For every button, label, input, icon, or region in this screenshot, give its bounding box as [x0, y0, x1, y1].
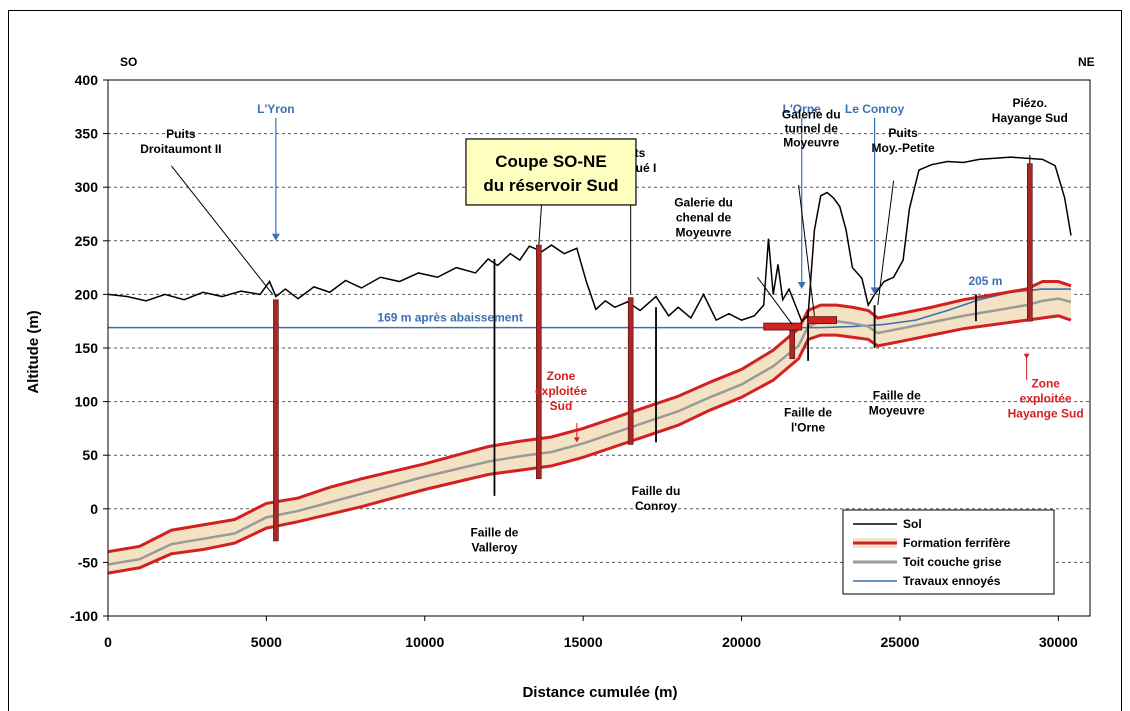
river-arrow-head: [870, 287, 879, 295]
river-label: L'Yron: [257, 102, 295, 116]
features-layer: [170, 117, 1033, 542]
y-axis-title: Altitude (m): [25, 310, 42, 393]
x-tick-label: 30000: [1039, 634, 1078, 650]
shaft-bar: [627, 297, 634, 445]
plot-area-frame: [107, 79, 1091, 617]
chart-title-line: du réservoir Sud: [483, 176, 618, 195]
annotation-faille_valleroy: Valleroy: [471, 541, 517, 555]
zone-arrow-head: [1023, 353, 1030, 359]
annotation-level-205: 205 m: [968, 274, 1002, 288]
annotation-piezo: Piézo.: [1012, 96, 1047, 110]
x-tick-label: 15000: [564, 634, 603, 650]
leader-line: [798, 184, 815, 316]
axes-layer: 400 350 300 250 200 150 100 50 0 -50 -100 0 5000 1000…: [70, 72, 1091, 650]
annotation-galerie_tunnel: Moyeuvre: [783, 136, 839, 150]
y-tick-label: 300: [75, 179, 99, 195]
y-tick-label: -100: [70, 608, 98, 624]
shaft-bar: [273, 299, 279, 542]
direction-right-label: NE: [1078, 55, 1095, 69]
annotation-faille_conroy: Faille du: [632, 484, 681, 498]
series-toit-couche-grise-line: [107, 297, 1072, 566]
y-tick-label: 250: [75, 233, 99, 249]
shaft-bar: [1027, 163, 1033, 322]
river-label: Le Conroy: [845, 102, 905, 116]
annotation-faille_conroy: Conroy: [635, 499, 677, 513]
shaft-bar: [536, 244, 542, 480]
zone-arrow-head: [573, 437, 580, 443]
y-tick-label: 350: [75, 126, 99, 142]
annotation-puits_droitaumont: Droitaumont II: [140, 142, 221, 156]
legend-label: Sol: [903, 517, 922, 531]
y-tick-label: 0: [90, 501, 98, 517]
annotation-zone_hayange: Hayange Sud: [1008, 407, 1084, 421]
leader-line: [756, 276, 793, 325]
legend-label: Formation ferrifère: [903, 536, 1011, 550]
annotation-puits_moy: Moy.-Petite: [872, 141, 935, 155]
annotation-faille_valleroy: Faille de: [470, 526, 518, 540]
annotation-faille_moyeuvre: Moyeuvre: [869, 403, 925, 417]
series-formation-top-line: [107, 280, 1072, 554]
annotation-zone_hayange: Zone: [1031, 377, 1060, 391]
y-tick-label: 400: [75, 72, 99, 88]
series-formation-bottom-line: [107, 314, 1072, 575]
annotation-galerie_tunnel: tunnel de: [785, 122, 839, 136]
y-tick-label: 50: [82, 447, 98, 463]
annotation-galerie_chenal: Galerie du: [674, 195, 733, 209]
annotation-faille_orne: l'Orne: [791, 421, 826, 435]
annotation-zone_hayange: exploitée: [1020, 392, 1072, 406]
y-tick-label: -50: [78, 554, 98, 570]
annotation-zone_sud: Zone: [547, 369, 576, 383]
direction-left-label: SO: [120, 55, 137, 69]
y-tick-label: 150: [75, 340, 99, 356]
river-label: L'Orne: [783, 102, 822, 116]
x-tick-label: 0: [104, 634, 112, 650]
x-tick-label: 5000: [251, 634, 282, 650]
legend-label: Travaux ennoyés: [903, 574, 1001, 588]
annotation-galerie_chenal: Moyeuvre: [676, 225, 732, 239]
annotation-puits_droitaumont: Puits: [166, 127, 196, 141]
shaft-bar: [789, 330, 796, 360]
annotation-galerie_chenal: chenal de: [676, 210, 732, 224]
figure-frame: [8, 10, 1122, 711]
annotation-travaux-label: 169 m après abaissement: [377, 311, 522, 325]
annotation-zone_sud: exploitée: [535, 384, 587, 398]
chart-title-line: Coupe SO-NE: [495, 152, 606, 171]
annotation-galerie_tunnel: Galerie du: [782, 108, 841, 122]
annotation-puits_moy: Puits: [888, 126, 918, 140]
y-tick-label: 200: [75, 286, 99, 302]
x-axis-title: Distance cumulée (m): [522, 684, 677, 701]
leader-line: [170, 165, 274, 295]
legend-label: Toit couche grise: [903, 555, 1002, 569]
x-tick-label: 25000: [880, 634, 919, 650]
title-box: [465, 138, 637, 206]
gallery-bar: [807, 316, 837, 325]
annotation-faille_orne: Faille de: [784, 406, 832, 420]
river-arrow-head: [271, 233, 280, 241]
leader-line: [877, 180, 895, 306]
x-tick-label: 10000: [405, 634, 444, 650]
y-tick-label: 100: [75, 394, 99, 410]
series-sol-line: [107, 156, 1072, 323]
leader-line: [538, 197, 543, 246]
x-tick-label: 20000: [722, 634, 761, 650]
annotation-zone_sud: Sud: [550, 399, 573, 413]
annotation-faille_moyeuvre: Faille de: [873, 388, 921, 402]
gallery-bar: [763, 322, 803, 331]
annotation-piezo: Hayange Sud: [992, 111, 1068, 125]
river-arrow-head: [797, 282, 806, 290]
